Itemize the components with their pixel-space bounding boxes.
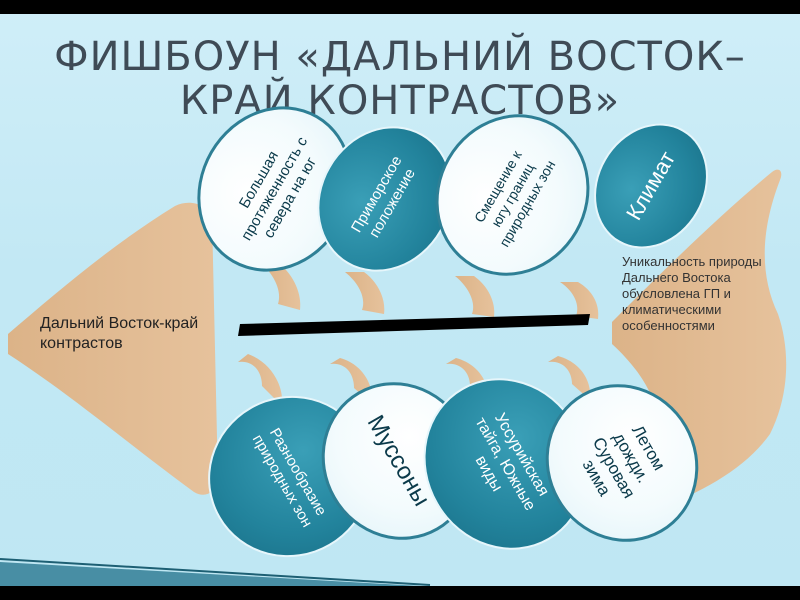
- fishbone-drawing: [0, 169, 787, 586]
- lower-bone-label-4: Летом дожди. Суровая зима: [578, 421, 669, 502]
- lower-bone-1: [238, 354, 283, 406]
- bottom-band: [0, 562, 420, 586]
- fish-head: [8, 202, 218, 495]
- upper-bone-label-3: Смещение к югу границ природных зон: [470, 147, 558, 250]
- fish-spine: [238, 314, 590, 336]
- title-line-1: ФИШБОУН «ДАЛЬНИЙ ВОСТОК–: [54, 34, 746, 80]
- fish-head-label: Дальний Восток-край контрастов: [40, 315, 199, 352]
- title-line-2: КРАЙ КОНТРАСТОВ»: [179, 78, 621, 124]
- upper-bone-4: [560, 282, 599, 319]
- upper-bone-3: [455, 276, 495, 317]
- upper-bone-label-2: Приморское положение: [348, 153, 419, 241]
- bottom-band-line: [0, 558, 431, 586]
- upper-bone-1: [262, 264, 301, 310]
- slide: ФИШБОУН «ДАЛЬНИЙ ВОСТОК– КРАЙ КОНТРАСТОВ…: [0, 14, 800, 586]
- upper-bone-label-4: Климат: [621, 147, 681, 225]
- conclusion-text: Уникальность природы Дальнего Востока об…: [622, 254, 762, 333]
- lower-bone-label-1: Разнообразие природных зон: [249, 424, 331, 531]
- fish-tail: [612, 169, 787, 513]
- upper-bone-label-1: Большая протяженность с севера на юг: [235, 134, 321, 244]
- upper-bone-2: [345, 272, 385, 314]
- lower-bone-4: [548, 356, 591, 400]
- lower-bone-label-3: Уссурийская тайга, Южные виды: [472, 410, 553, 514]
